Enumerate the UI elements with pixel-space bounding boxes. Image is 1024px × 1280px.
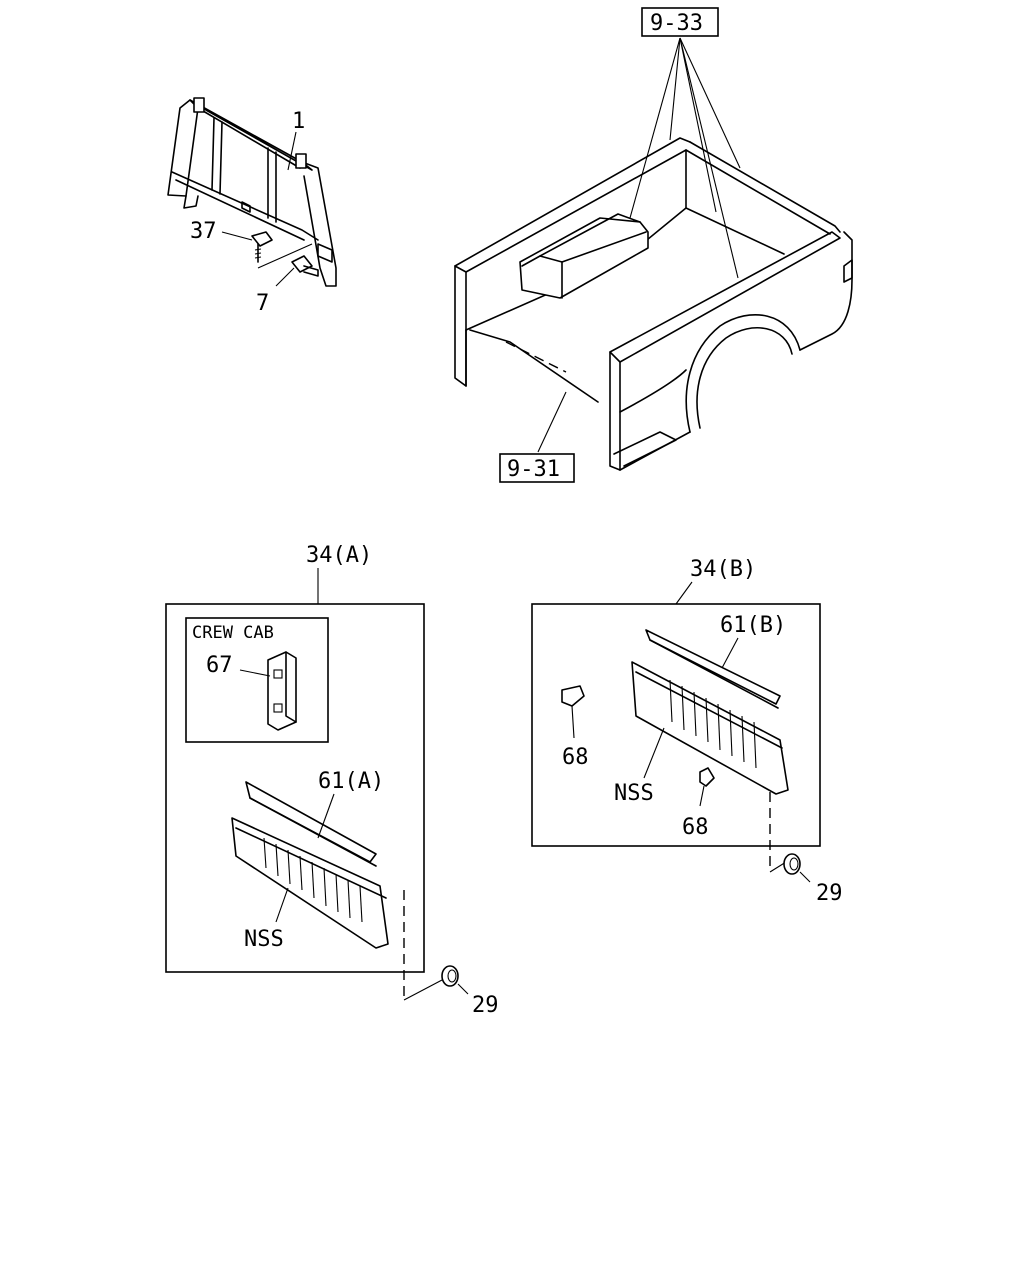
- callout-panel-b: 61(B): [720, 613, 786, 638]
- callout-clip-left: 68: [562, 745, 589, 770]
- crew-cab-box: [185, 617, 329, 743]
- grommet-a: [441, 965, 459, 987]
- tailgate-b: [631, 629, 789, 795]
- callout-grommet-a: 29: [472, 993, 499, 1018]
- callout-bolt: 37: [190, 219, 217, 244]
- crew-cab-label: CREW CAB: [192, 623, 274, 643]
- callout-clip-bottom: 68: [682, 815, 709, 840]
- callout-frame: 1: [292, 109, 305, 134]
- callout-panel-a: 61(A): [318, 769, 384, 794]
- headache-rack-frame: [167, 97, 337, 287]
- callout-bracket: 67: [206, 653, 233, 678]
- clip-left: [561, 685, 585, 707]
- bracket-part: [267, 651, 297, 731]
- callout-nss-b: NSS: [614, 781, 654, 806]
- callout-kit-b: 34(B): [690, 557, 756, 582]
- bolt-part: [251, 231, 273, 263]
- ref-box-top: [641, 7, 719, 37]
- nut-part: [291, 255, 319, 277]
- truck-bed: [454, 137, 853, 471]
- callout-kit-a: 34(A): [306, 543, 372, 568]
- grommet-b: [783, 853, 801, 875]
- callout-grommet-b: 29: [816, 881, 843, 906]
- tailgate-a: [231, 781, 389, 949]
- callout-nss-a: NSS: [244, 927, 284, 952]
- clip-bottom: [699, 767, 715, 787]
- callout-ref-top: 9-33: [650, 11, 703, 36]
- callout-nut: 7: [256, 291, 269, 316]
- ref-box-bottom: [499, 453, 575, 483]
- callout-ref-bottom: 9-31: [507, 457, 560, 482]
